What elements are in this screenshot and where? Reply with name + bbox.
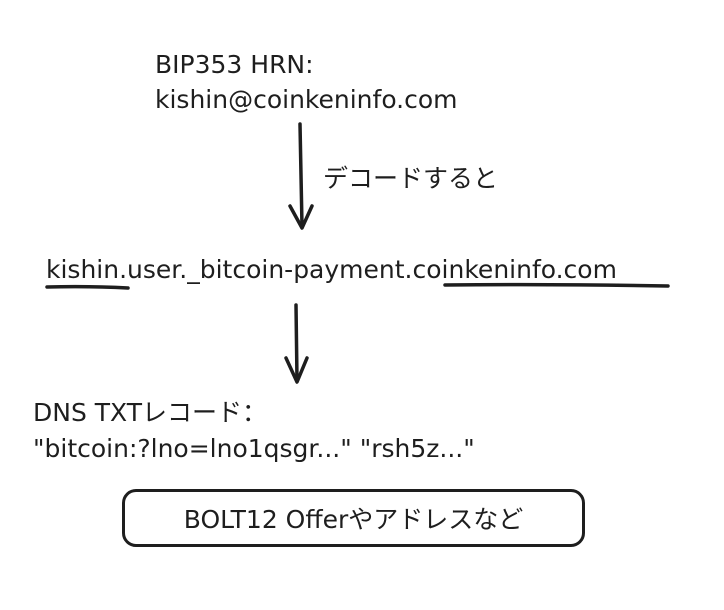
arrow-down-2 xyxy=(294,303,299,382)
result-box: BOLT12 Offerやアドレスなど xyxy=(122,489,585,547)
dns-user-part: kishin xyxy=(46,255,120,284)
hrn-value: kishin@coinkeninfo.com xyxy=(155,85,458,114)
dns-name: kishin.user._bitcoin-payment.coinkeninfo… xyxy=(46,254,617,286)
underline-user xyxy=(45,284,130,290)
dns-middle-part: .user._bitcoin-payment. xyxy=(119,255,413,284)
arrow-head-1 xyxy=(288,204,314,230)
dns-txt-value: "bitcoin:?lno=lno1qsgr..." "rsh5z..." xyxy=(33,434,475,463)
arrow-down-1 xyxy=(298,122,304,228)
dns-txt-label: DNS TXTレコード： xyxy=(33,398,267,427)
hrn-label: BIP353 HRN: xyxy=(155,50,314,79)
result-label: BOLT12 Offerやアドレスなど xyxy=(183,505,524,534)
underline-domain xyxy=(443,282,670,288)
arrow-head-2 xyxy=(284,356,309,384)
decode-label: デコードすると xyxy=(323,164,499,193)
dns-domain-part: coinkeninfo.com xyxy=(412,255,617,284)
